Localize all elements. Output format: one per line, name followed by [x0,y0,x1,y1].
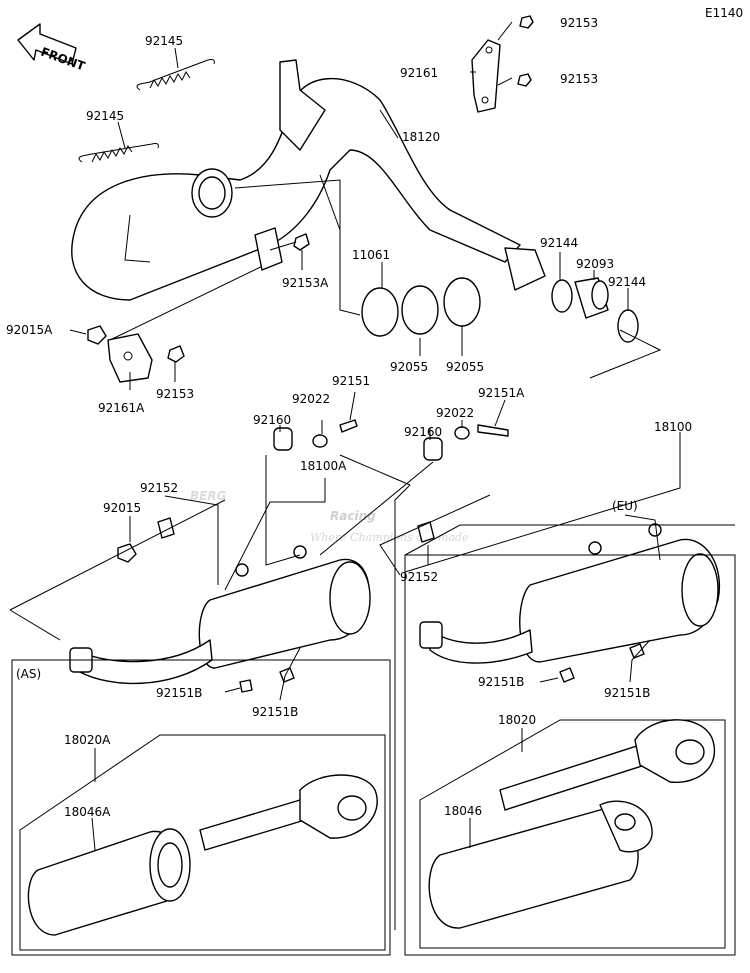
label-92015A: 92015A [6,323,53,337]
bolt-92151B-d [629,643,645,659]
watermark-main: BERG [190,489,227,503]
label-92161: 92161 [400,66,438,80]
label-11061: 11061 [352,248,390,262]
bolt-92151B-b [279,667,295,683]
watermark-sub: Racing [330,509,376,523]
spring-92145-lower [78,143,159,163]
washer-92022-a [312,434,328,448]
bolt-92153A [269,233,310,251]
bolt-92153-low [167,345,185,363]
grommet-92160-b [423,437,443,461]
label-18120: 18120 [402,130,440,144]
label-92151B-c: 92151B [478,675,524,689]
packing-18046 [428,800,653,929]
gasket-92055-a [401,285,439,335]
spring-92145-upper [136,59,215,91]
bracket-92161A [107,227,283,383]
silencer-core-18020A [199,774,378,851]
bolt-92151 [339,419,358,433]
label-92015: 92015 [103,501,141,515]
label-92055-b: 92055 [446,360,484,374]
silencer-core-18020 [499,719,716,811]
label-18020: 18020 [498,713,536,727]
bracket-92161 [471,39,501,113]
label-92151B-b: 92151B [252,705,298,719]
label-92151B-a: 92151B [156,686,202,700]
label-92152-b: 92152 [400,570,438,584]
label-92145-a: 92145 [145,34,183,48]
kit-inner-eu [419,719,726,949]
spring-ring-92144-a [551,279,573,313]
collar-92152-b [417,521,435,543]
gasket-92055-b [443,277,481,327]
label-92153-top: 92153 [560,16,598,30]
label-18100A: 18100A [300,459,347,473]
label-92153A: 92153A [282,276,329,290]
label-92153-mid: 92153 [560,72,598,86]
label-92022-b: 92022 [436,406,474,420]
joint-pipe-92093 [574,277,609,319]
collar-92152-a [157,517,175,539]
front-arrow-icon: FRONT [17,23,88,74]
exhaust-pipe-18120 [71,59,546,301]
label-92093: 92093 [576,257,614,271]
label-92144-b: 92144 [608,275,646,289]
kit-box-as [9,499,391,956]
packing-18046A [27,828,191,936]
nut-92015 [117,543,137,563]
label-92151B-d: 92151B [604,686,650,700]
grommet-92160-a [273,427,293,451]
bolt-92153-top [519,15,534,29]
label-18100: 18100 [654,420,692,434]
part-labels: 92153 92161 92153 92145 92145 18120 9215… [6,16,692,819]
label-92151A: 92151A [478,386,525,400]
washer-92022-b [454,426,470,440]
diagram-code: E1140 [705,6,743,20]
bolt-92153-mid [517,73,532,87]
label-92022-a: 92022 [292,392,330,406]
label-92160-a: 92160 [253,413,291,427]
label-18020A: 18020A [64,733,111,747]
label-92144-a: 92144 [540,236,578,250]
label-92145-b: 92145 [86,109,124,123]
label-92152-a: 92152 [140,481,178,495]
muffler-18100A [69,545,371,685]
leader-lines [69,21,681,930]
label-eu: (EU) [612,499,638,513]
label-92151: 92151 [332,374,370,388]
nut-92015A [87,325,107,345]
bolt-92151A [477,424,509,437]
bolt-92151B-c [559,667,575,683]
label-18046: 18046 [444,804,482,818]
kit-inner-as [19,734,386,951]
muffler-18100 [419,523,721,664]
label-92153-low: 92153 [156,387,194,401]
label-92160-b: 92160 [404,425,442,439]
bolt-92151B-a [239,679,253,693]
kit-box-eu [404,524,736,956]
label-as: (AS) [16,667,41,681]
label-92055-a: 92055 [390,360,428,374]
gasket-11061 [361,287,399,337]
label-18046A: 18046A [64,805,111,819]
label-92161A: 92161A [98,401,145,415]
